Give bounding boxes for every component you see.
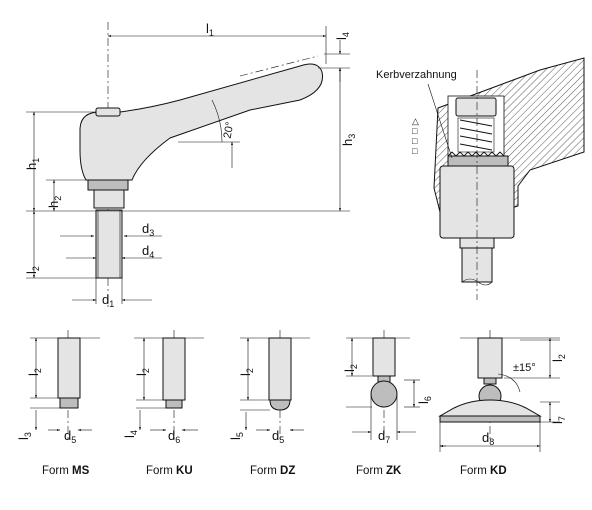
main-side-view: l1 l4 h3 h1 h2 l2 20° d3 d4 (24, 21, 357, 310)
square-icon: □ (412, 136, 418, 146)
ms-dim-l3: l3 (16, 432, 33, 440)
dim-h3: h3 (340, 134, 357, 146)
lever-handle (79, 63, 324, 181)
form-caption-ms: Form MS (42, 465, 90, 477)
dz-dim-l5: l5 (228, 432, 245, 440)
ku-dim-d6: d6 (168, 428, 180, 445)
form-zk: l2 l6 d7 (342, 330, 433, 445)
dim-d4: d4 (142, 243, 154, 260)
form-captions: Form MS Form KU Form DZ Form ZK Form KD (42, 465, 507, 477)
dim-d1: d1 (102, 292, 114, 309)
zk-dim-l2: l2 (342, 364, 359, 372)
kd-dim-l2: l2 (550, 354, 567, 362)
form-caption-kd: Form KD (460, 465, 507, 477)
dim-h1: h1 (24, 158, 41, 170)
form-caption-ku: Form KU (146, 465, 193, 477)
zk-dim-d7: d7 (378, 428, 390, 445)
form-dz: l2 l5 d5 (228, 330, 310, 445)
section-view: Kerbverzahnung △ □ □ □ (376, 57, 585, 300)
dim-l4: l4 (334, 32, 351, 40)
kd-dim-l7: l7 (550, 416, 567, 424)
angle-20: 20° (222, 121, 237, 139)
dim-l2: l2 (24, 266, 41, 274)
square-icon: □ (412, 126, 418, 136)
dim-d3: d3 (142, 221, 154, 238)
form-caption-dz: Form DZ (250, 465, 295, 477)
dim-l1: l1 (206, 21, 214, 38)
form-caption-zk: Form ZK (356, 465, 402, 477)
zk-dim-l6: l6 (416, 396, 433, 404)
serration-label: Kerbverzahnung (376, 69, 457, 81)
form-ku: l2 l4 d6 (122, 330, 204, 445)
ms-dim-d5: d5 (64, 428, 76, 445)
form-ms: l2 l3 d5 (16, 330, 100, 445)
ms-dim-l2: l2 (26, 368, 43, 376)
kd-angle: ±15° (513, 362, 536, 374)
triangle-icon: △ (412, 116, 419, 126)
dz-dim-d5: d5 (272, 428, 284, 445)
square-icon: □ (412, 146, 418, 156)
threaded-stud (93, 189, 125, 209)
dim-h2: h2 (46, 196, 63, 208)
ku-dim-l2: l2 (134, 368, 151, 376)
hub-ring (87, 179, 129, 191)
dz-dim-l2: l2 (238, 368, 255, 376)
form-kd: ±15° l2 l7 d8 (438, 330, 567, 452)
kd-dim-d8: d8 (482, 430, 494, 447)
ku-dim-l4: l4 (122, 430, 139, 438)
